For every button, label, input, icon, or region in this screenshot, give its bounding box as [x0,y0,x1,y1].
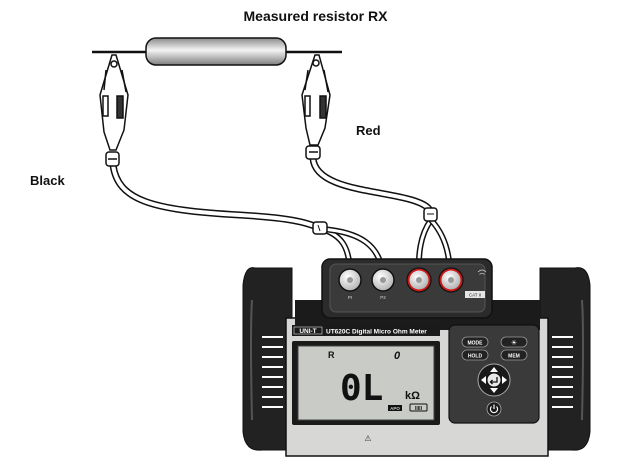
range-value: 0 [394,350,401,362]
mem-button[interactable]: MEM [500,349,528,361]
lcd-display: R 0 0L kΩ APO ΙΙΙΙΙ [292,341,440,425]
svg-text:HOLD: HOLD [468,354,483,360]
backlight-button[interactable]: ☀ [500,336,528,348]
control-panel: MODE ☀ HOLD MEM [448,324,540,424]
range-indicator: R [328,350,335,360]
warning-icon: ⚠ [364,434,371,443]
battery-indicator: ΙΙΙΙΙ [415,406,423,412]
svg-text:MODE: MODE [468,341,484,347]
left-arrow-icon [481,376,486,384]
main-reading: 0L [340,368,383,409]
diagram-title: Measured resistor RX [243,8,388,24]
right-arrow-icon [502,376,507,384]
terminal-labels: PI P2 [348,295,386,300]
brand-logo: UNI-T [299,328,316,335]
terminal-label-p1: PI [348,295,352,300]
black-lead-label: Black [30,173,65,188]
port-info: CAT II [465,269,487,298]
svg-text:MEM: MEM [508,354,520,360]
terminal-label-p2: P2 [380,295,386,300]
power-icon [489,406,499,414]
terminal-p1[interactable] [338,268,362,292]
backlight-icon: ☀ [511,339,517,347]
terminal-c2[interactable] [438,267,464,293]
black-splitter [312,221,328,235]
unit-label: kΩ [405,390,420,402]
red-splitter [423,207,438,222]
port-label: CAT II [469,293,481,298]
mode-button[interactable]: MODE [461,336,489,348]
micro-ohm-meter: PI P2 CAT II UNI-T UT620C Digital Micro … [242,258,591,457]
enter-button[interactable] [486,372,502,388]
red-alligator-clip [301,54,331,160]
auto-badge: APO [390,406,400,411]
red-lead-label: Red [356,123,381,138]
power-button[interactable] [486,401,502,417]
resistor-rx [92,37,342,66]
up-arrow-icon [490,367,498,372]
enter-icon [489,377,498,385]
terminal-p2[interactable] [371,268,395,292]
down-arrow-icon [490,388,498,393]
navigation-dpad[interactable] [477,363,511,397]
terminal-c1[interactable] [406,267,432,293]
hold-button[interactable]: HOLD [461,349,489,361]
black-alligator-clip [99,54,129,167]
model-label: UT620C Digital Micro Ohm Meter [326,329,427,336]
